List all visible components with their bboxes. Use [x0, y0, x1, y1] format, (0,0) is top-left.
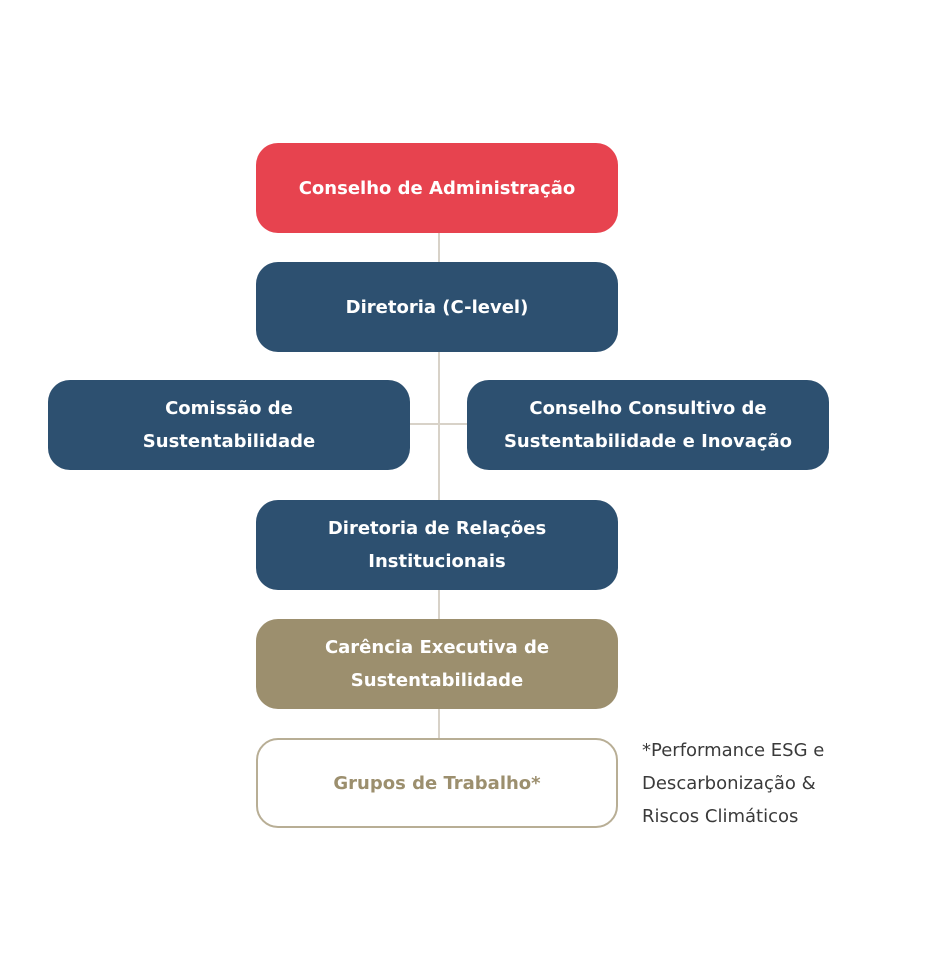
board-label: Conselho de Administração [298, 177, 576, 199]
sustainability-commission-node: Comissão de Sustentabilidade [48, 380, 410, 470]
footnote: *Performance ESG e Descarbonização & Ris… [642, 740, 825, 827]
institutional-relations-label: Diretoria de Relações Institucionais [327, 518, 547, 572]
horizontal-connector [410, 423, 468, 425]
working-groups-label: Grupos de Trabalho* [333, 772, 541, 794]
advisory-council-label: Conselho Consultivo de Sustentabilidade … [503, 398, 793, 452]
executive-node: Diretoria (C-level) [256, 262, 618, 352]
sustainability-management-label: Carência Executiva de Sustentabilidade [324, 637, 550, 691]
working-groups-node: Grupos de Trabalho* [256, 738, 618, 828]
sustainability-commission-label: Comissão de Sustentabilidade [142, 398, 316, 452]
institutional-relations-node: Diretoria de Relações Institucionais [256, 500, 618, 590]
sustainability-management-node: Carência Executiva de Sustentabilidade [256, 619, 618, 709]
advisory-council-node: Conselho Consultivo de Sustentabilidade … [467, 380, 829, 470]
executive-label: Diretoria (C-level) [345, 296, 529, 318]
board-node: Conselho de Administração [256, 143, 618, 233]
vertical-connector [438, 232, 440, 740]
